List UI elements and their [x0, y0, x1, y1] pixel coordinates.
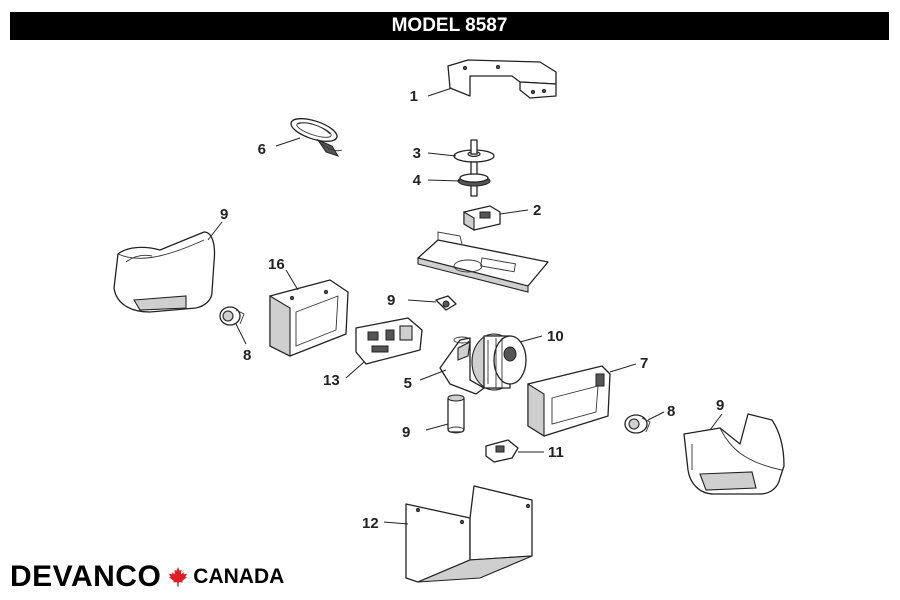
- brand-logo: DEVANCO CANADA: [10, 560, 284, 594]
- brand-country: CANADA: [193, 565, 285, 588]
- part-5-motor-bracket: [439, 336, 485, 395]
- callout-3: 3: [413, 145, 421, 162]
- callout-8a: 8: [243, 347, 251, 364]
- part-13-travel-module: [485, 439, 519, 463]
- part-14-tray: [405, 485, 533, 583]
- callout-12: 10: [547, 328, 564, 345]
- callout-14: 12: [362, 515, 379, 532]
- part-6-light-socket: [290, 118, 343, 157]
- callout-11: 9: [387, 292, 395, 309]
- callout-8b: 8: [667, 403, 675, 420]
- part-8-right-lens-latch: [624, 414, 651, 434]
- part-1-bracket: [447, 59, 557, 99]
- callout-10: 9: [402, 424, 410, 441]
- part-9-left-cover: [113, 231, 216, 313]
- part-2-gear-housing: [463, 205, 501, 231]
- part-12-motor: [471, 333, 527, 391]
- part-7-end-panel: [527, 365, 611, 437]
- callout-9a: 9: [220, 206, 228, 223]
- part-9-right-cover: [683, 413, 785, 495]
- chassis-plate: [417, 231, 549, 293]
- part-3-drive-gear: [453, 139, 495, 163]
- callout-13: 11: [548, 444, 564, 461]
- callout-4: 4: [413, 172, 422, 189]
- part-15-logic-board: [355, 317, 423, 365]
- callout-2: 2: [533, 202, 541, 219]
- part-11-clip: [435, 295, 457, 311]
- callout-9b: 9: [716, 397, 724, 414]
- part-16-end-panel: [269, 279, 349, 357]
- maple-leaf-icon: [169, 566, 188, 587]
- brand-name: DEVANCO: [10, 560, 162, 593]
- callout-5: 5: [404, 375, 412, 392]
- callout-15: 13: [323, 372, 340, 389]
- callout-7: 7: [640, 355, 648, 372]
- callout-6: 6: [258, 141, 266, 158]
- part-10-capacitor: [447, 394, 465, 434]
- callout-1: 1: [410, 88, 418, 105]
- callout-16: 16: [268, 256, 285, 273]
- part-8-left-lens-latch: [219, 306, 245, 326]
- part-4-sprocket: [457, 161, 491, 197]
- model-title: MODEL 8587: [10, 12, 889, 40]
